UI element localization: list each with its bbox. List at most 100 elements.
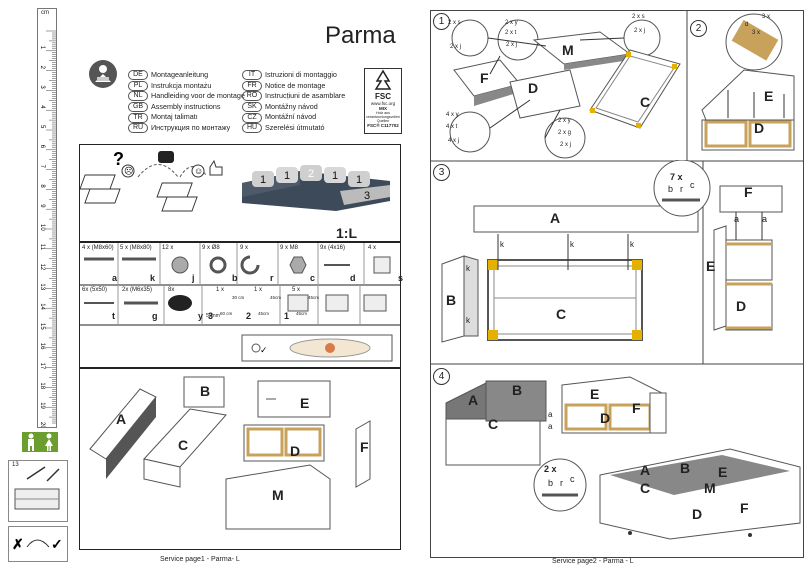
step1-hardware-label: 2 x s [448, 20, 461, 26]
ruler-number: 9 [39, 204, 45, 208]
hardware-qty: 9x (4x16) [320, 245, 346, 251]
pad-number: 1 [284, 311, 290, 321]
step4-hw-c: c [570, 474, 575, 484]
ruler-number: 11 [39, 244, 45, 251]
hardware-qty: 8x [168, 287, 175, 293]
step2-label-e: E [764, 88, 774, 104]
step1-label-m: M [562, 42, 574, 58]
language-label: Handleiding voor de montage [151, 91, 245, 101]
step4-hw-a2: a [548, 422, 553, 431]
fsc-brand: FSC [375, 92, 391, 101]
support-call-illustration: ? ☹ ☺ [79, 149, 223, 212]
cushion-number: 1 [284, 170, 290, 182]
label-b: B [200, 383, 211, 399]
step1-hardware-label: 2 x j [560, 142, 572, 148]
ruler-number: 8 [39, 184, 45, 188]
language-label: Montaj talimatı [151, 112, 198, 122]
step1-label-c: C [640, 94, 651, 110]
footer-right: Service page2 - Parma - L [552, 558, 634, 565]
ruler-number: 13 [39, 283, 45, 290]
language-code: RU [128, 123, 148, 134]
step1-hardware-label: 2 x t [505, 30, 517, 36]
hardware-id: d [350, 273, 356, 283]
pad-dim: 45cm [296, 311, 308, 316]
hardware-qty: 4 x [368, 245, 377, 251]
hardware-qty: 9 x M8 [280, 245, 299, 251]
step3-hw-k4: k [466, 264, 470, 273]
fsc-mix: MIX [378, 106, 387, 111]
ruler-number: 20 [39, 422, 45, 427]
step-number-1: 1 [433, 13, 450, 30]
step3-hw-k2: k [570, 240, 574, 249]
two-person-icon [22, 432, 58, 452]
parts-overview-box: A B C D E F M [79, 368, 401, 550]
ruler-number: 18 [39, 382, 45, 389]
cushion-number: 2 [308, 168, 314, 180]
pad-number: 2 [246, 311, 252, 321]
language-code: RO [242, 91, 262, 102]
step3-label-f: F [744, 184, 753, 200]
check-panel: ✗ ✓ [8, 526, 68, 562]
step3-label-c: C [556, 306, 567, 322]
page-title: Parma [325, 22, 396, 49]
language-label: Instrucțiuni de asamblare [265, 91, 346, 101]
hardware-id: y [198, 311, 204, 321]
step1-hardware-label: 2 x j [450, 44, 462, 50]
language-code: TR [128, 112, 148, 123]
pad-number: 3 [208, 311, 214, 321]
tools-count: 13 [12, 462, 19, 468]
step2-hw-qty: 3 x [762, 14, 771, 20]
ruler-number: 5 [39, 125, 45, 129]
ruler-number: 16 [39, 343, 45, 350]
screwdriver-icon [14, 466, 60, 510]
ruler-number: 10 [39, 224, 45, 231]
hardware-qty: 12 x [162, 245, 174, 251]
step3-hw-a1: a [734, 214, 740, 224]
fsc-line2: Holz aus verantwortungsvollen Quellen [366, 111, 400, 123]
language-code: DE [128, 70, 148, 81]
step-number-2: 2 [690, 20, 707, 37]
step3-hw-r: r [680, 184, 683, 194]
step3-label-b: B [446, 292, 457, 308]
fsc-code: FSC® C117702 [367, 123, 399, 128]
pad-size-label: 50mm [206, 313, 220, 319]
reading-person-icon [89, 60, 117, 88]
scale-label: 1:L [336, 225, 357, 241]
hardware-qty: 9 x Ø8 [202, 245, 220, 251]
language-label: Assembly instructions [151, 101, 221, 111]
svg-text:☺: ☺ [194, 166, 203, 176]
step-number-3: 3 [433, 164, 450, 181]
ruler-number: 15 [39, 323, 45, 330]
pad-qty: 1 x [254, 287, 263, 293]
language-label: Montážny návod [265, 101, 318, 111]
svg-text:☹: ☹ [124, 166, 133, 176]
svg-text:✗: ✗ [12, 536, 24, 552]
ruler-number: 4 [39, 105, 45, 109]
step3-hw-k5: k [466, 316, 470, 325]
footer-left: Service page1 - Parma- L [160, 556, 240, 563]
step1-hardware-label: 2 x j [506, 42, 518, 48]
hardware-grid-lines: ✓ [80, 243, 400, 362]
hardware-qty: 2x (M6x35) [122, 287, 153, 293]
ruler-number: 14 [39, 303, 45, 310]
cushion-number: 1 [332, 170, 338, 182]
pad-dim: 60 cm [220, 311, 233, 316]
ruler-unit: cm [41, 10, 49, 16]
step3-hw-c: c [690, 180, 695, 190]
step1-hardware-label: 2 x y [505, 20, 518, 26]
step2-hw-d: d [745, 22, 749, 28]
step1-hardware-label: 2 x s [632, 14, 645, 20]
step4-final-m: M [704, 480, 716, 496]
svg-text:✓: ✓ [260, 345, 268, 355]
tree-check-icon [374, 69, 392, 90]
